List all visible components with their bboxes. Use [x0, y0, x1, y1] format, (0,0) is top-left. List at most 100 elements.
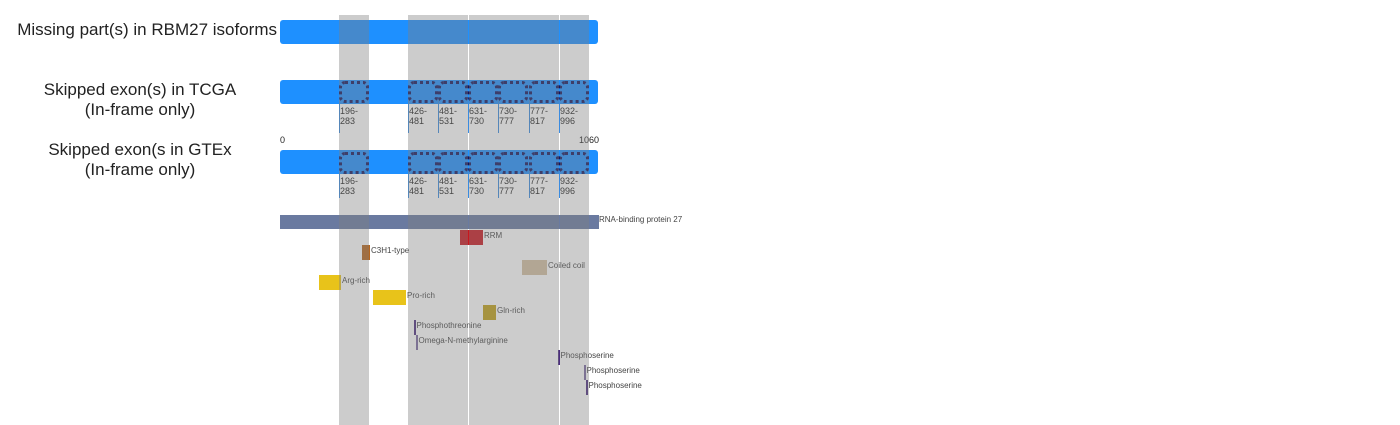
feature-label: Omega-N-methylarginine — [418, 336, 508, 345]
exon-tick — [529, 171, 530, 198]
skipped-exon-box[interactable] — [339, 152, 369, 174]
skipped-exon-box[interactable] — [408, 81, 438, 103]
exon-range-end: 777 — [499, 186, 515, 196]
exon-range-label: 730-777 — [499, 176, 517, 196]
exon-range-start: 730- — [499, 176, 518, 186]
skipped-exon-box[interactable] — [339, 81, 369, 103]
exon-tick — [498, 171, 499, 198]
exon-range-end: 730 — [469, 116, 485, 126]
feature-mark[interactable] — [483, 305, 496, 320]
exon-range-label: 932-996 — [560, 106, 578, 126]
exon-tick — [468, 100, 469, 133]
feature-label: Pro-rich — [407, 291, 436, 300]
exon-range-label: 196-283 — [340, 176, 358, 196]
exon-range-label: 426-481 — [409, 106, 427, 126]
feature-label: Phosphoserine — [560, 351, 614, 360]
feature-label: Arg-rich — [342, 276, 371, 285]
feature-label: Gln-rich — [497, 306, 526, 315]
tcga-label: Skipped exon(s) in TCGA (In-frame only) — [20, 80, 260, 120]
feature-label: Coiled coil — [548, 261, 585, 270]
exon-tick — [438, 171, 439, 198]
exon-range-label: 196-283 — [340, 106, 358, 126]
feature-label: C3H1-type — [371, 246, 410, 255]
exon-range-end: 481 — [409, 116, 425, 126]
exon-tick — [529, 100, 530, 133]
exon-tick — [339, 100, 340, 133]
feature-mark[interactable] — [319, 275, 341, 290]
exon-tick — [408, 171, 409, 198]
axis-start: 0 — [280, 135, 286, 145]
skipped-exon-box[interactable] — [438, 81, 468, 103]
exon-range-start: 777- — [530, 176, 549, 186]
feature-mark[interactable] — [460, 230, 483, 245]
exon-range-label: 730-777 — [499, 106, 517, 126]
skipped-exon-box[interactable] — [529, 152, 559, 174]
gtex-label-line1: Skipped exon(s in GTEx — [48, 140, 232, 159]
feature-mark[interactable] — [416, 335, 418, 350]
protein-label: RNA-binding protein 27 — [599, 215, 683, 224]
exon-tick — [408, 100, 409, 133]
exon-range-start: 631- — [469, 176, 488, 186]
exon-tick — [559, 100, 560, 133]
exon-range-start: 932- — [560, 176, 579, 186]
exon-range-start: 730- — [499, 106, 518, 116]
feature-label: Phosphoserine — [588, 381, 642, 390]
gtex-label: Skipped exon(s in GTEx (In-frame only) — [20, 140, 260, 180]
skipped-exon-box[interactable] — [408, 152, 438, 174]
protein-bar[interactable] — [280, 215, 599, 229]
exon-range-end: 777 — [499, 116, 515, 126]
exon-range-end: 817 — [530, 116, 546, 126]
exon-range-label: 777-817 — [530, 106, 548, 126]
exon-range-start: 481- — [439, 106, 458, 116]
feature-mark[interactable] — [373, 290, 406, 305]
exon-range-end: 481 — [409, 186, 425, 196]
exon-range-end: 996 — [560, 116, 576, 126]
feature-mark[interactable] — [362, 245, 370, 260]
feature-label: Phosphothreonine — [416, 321, 482, 330]
skipped-exon-box[interactable] — [468, 152, 498, 174]
skipped-exon-box[interactable] — [559, 81, 589, 103]
exon-range-label: 481-531 — [439, 176, 457, 196]
feature-mark[interactable] — [558, 350, 560, 365]
exon-tick — [559, 171, 560, 198]
exon-range-end: 730 — [469, 186, 485, 196]
exon-range-start: 481- — [439, 176, 458, 186]
exon-range-start: 426- — [409, 176, 428, 186]
feature-mark[interactable] — [522, 260, 547, 275]
feature-label: Phosphoserine — [586, 366, 640, 375]
exon-range-label: 426-481 — [409, 176, 427, 196]
feature-mark[interactable] — [586, 380, 588, 395]
exon-range-end: 531 — [439, 186, 455, 196]
axis-end: 1060 — [579, 135, 600, 145]
exon-range-start: 777- — [530, 106, 549, 116]
feature-mark[interactable] — [584, 365, 586, 380]
exon-range-label: 631-730 — [469, 176, 487, 196]
exon-range-start: 196- — [340, 176, 359, 186]
exon-range-end: 996 — [560, 186, 576, 196]
exon-range-label: 777-817 — [530, 176, 548, 196]
tcga-label-line1: Skipped exon(s) in TCGA — [43, 80, 237, 99]
exon-range-end: 817 — [530, 186, 546, 196]
exon-tick — [438, 100, 439, 133]
exon-range-label: 932-996 — [560, 176, 578, 196]
skipped-exon-box[interactable] — [529, 81, 559, 103]
gtex-label-line2: (In-frame only) — [84, 160, 196, 179]
exon-range-start: 932- — [560, 106, 579, 116]
skipped-exon-box[interactable] — [438, 152, 468, 174]
exon-tick — [339, 171, 340, 198]
feature-label: RRM — [484, 231, 503, 240]
exon-range-label: 631-730 — [469, 106, 487, 126]
feature-mark[interactable] — [414, 320, 416, 335]
exon-tick — [498, 100, 499, 133]
exon-range-end: 531 — [439, 116, 455, 126]
exon-range-start: 196- — [340, 106, 359, 116]
missing-parts-bar — [280, 20, 598, 44]
skipped-exon-box[interactable] — [498, 81, 528, 103]
exon-range-end: 283 — [340, 186, 356, 196]
exon-range-start: 631- — [469, 106, 488, 116]
tcga-label-line2: (In-frame only) — [84, 100, 196, 119]
skipped-exon-box[interactable] — [468, 81, 498, 103]
missing-parts-label: Missing part(s) in RBM27 isoforms — [17, 20, 277, 39]
skipped-exon-box[interactable] — [559, 152, 589, 174]
skipped-exon-box[interactable] — [498, 152, 528, 174]
